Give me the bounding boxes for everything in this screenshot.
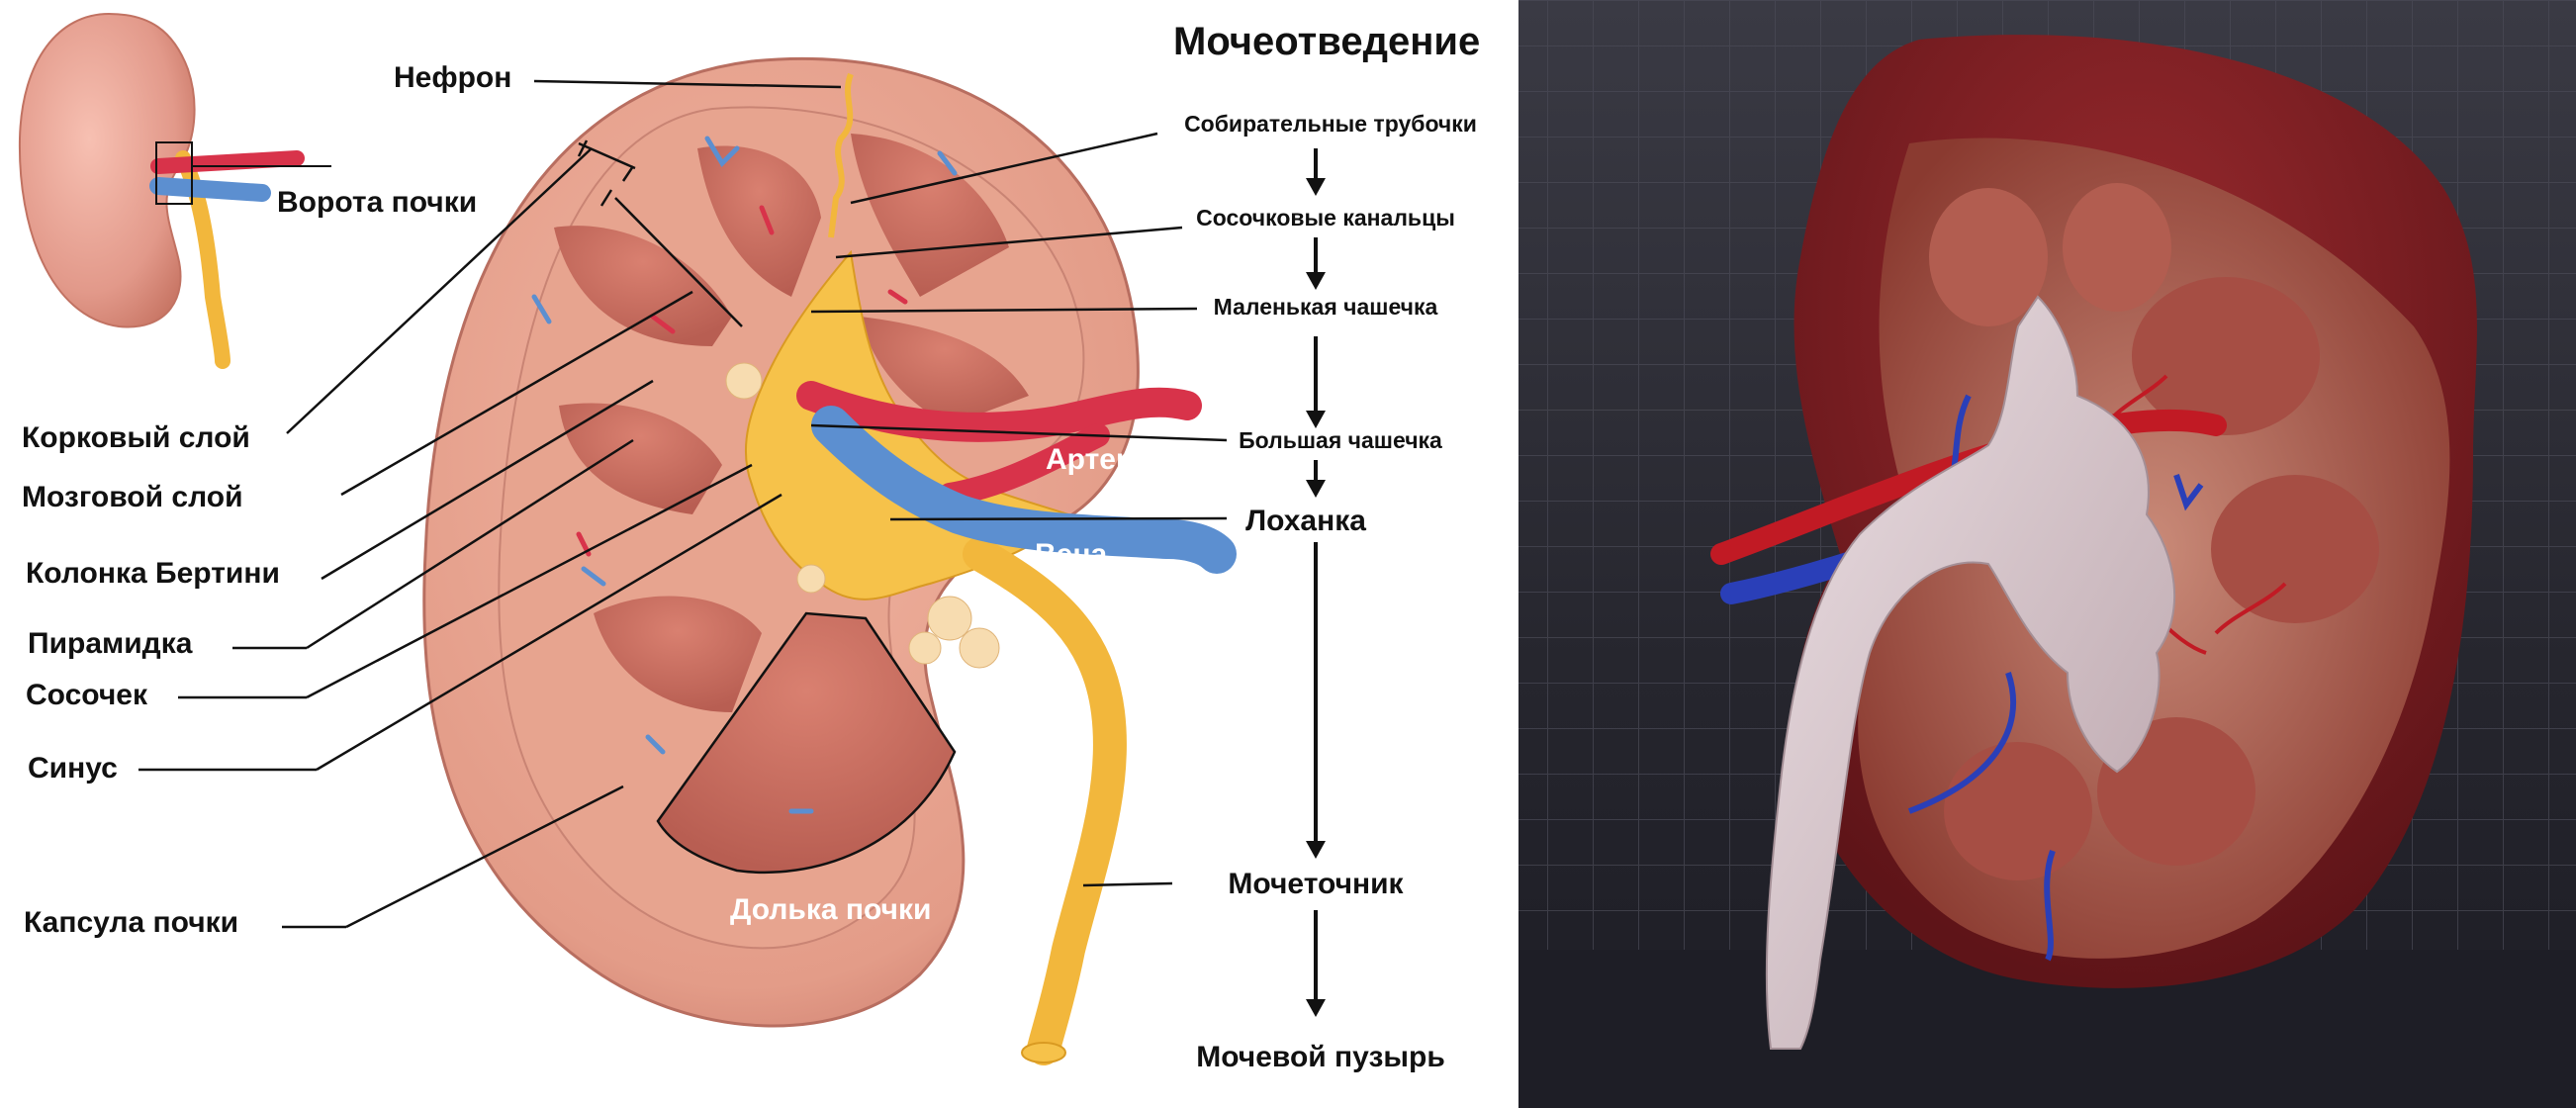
label-artery: Артерия (1046, 445, 1169, 475)
flow-ureter: Мочеточник (1207, 868, 1425, 901)
label-cortex: Корковый слой (22, 423, 250, 453)
label-capsule: Капсула почки (24, 908, 238, 938)
label-hilum: Ворота почки (277, 188, 477, 218)
label-papilla: Сосочек (26, 681, 147, 710)
flow-minor-calyx: Маленькая чашечка (1197, 294, 1454, 321)
kidney-3d-render (1518, 0, 2576, 1108)
label-nephron: Нефрон (394, 63, 511, 93)
flow-pelvis: Лоханка (1237, 505, 1375, 538)
label-vein: Вена (1035, 540, 1107, 570)
flow-papillary-ducts: Сосочковые канальцы (1177, 205, 1474, 231)
flow-bladder: Мочевой пузырь (1177, 1041, 1464, 1074)
diagram-title: Мочеотведение (1173, 20, 1480, 64)
flow-collecting-tubules: Собирательные трубочки (1167, 111, 1494, 138)
flow-major-calyx: Большая чашечка (1227, 427, 1454, 454)
label-lobe: Долька почки (730, 895, 931, 925)
label-sinus: Синус (28, 754, 118, 784)
label-pyramid: Пирамидка (28, 629, 192, 659)
label-bertin-column: Колонка Бертини (26, 559, 280, 589)
label-medulla: Мозговой слой (22, 483, 243, 512)
